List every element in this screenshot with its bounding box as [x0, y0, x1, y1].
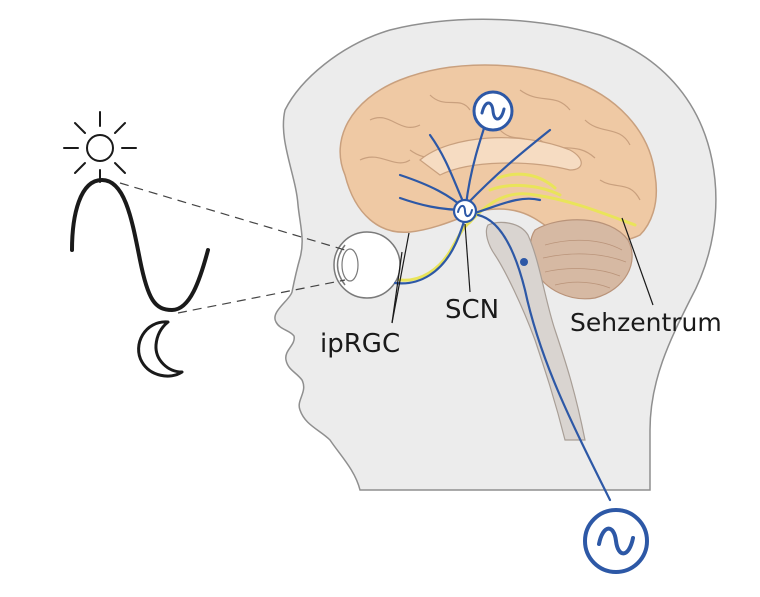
label-visual-center: Sehzentrum: [570, 308, 722, 337]
label-scn: SCN: [445, 295, 499, 325]
spinal-oscillator-icon: [583, 508, 649, 574]
cerebellum-folds: [542, 239, 627, 289]
label-iprgc: ipRGC: [320, 329, 400, 359]
day-night-wave: [70, 177, 210, 313]
nerve-pathways: [393, 108, 612, 502]
leader-lines: [391, 217, 654, 324]
nerve-node: [520, 258, 528, 266]
crescent-moon-icon: [137, 320, 184, 378]
eye: [333, 231, 401, 299]
corpus-callosum: [419, 137, 582, 176]
light-rays: [119, 182, 346, 314]
sine-wave-oscillator-icon: [472, 90, 514, 132]
scn-oscillator-icon: [452, 198, 478, 224]
sun-icon: [63, 111, 137, 183]
visual-pathway: [398, 172, 637, 282]
